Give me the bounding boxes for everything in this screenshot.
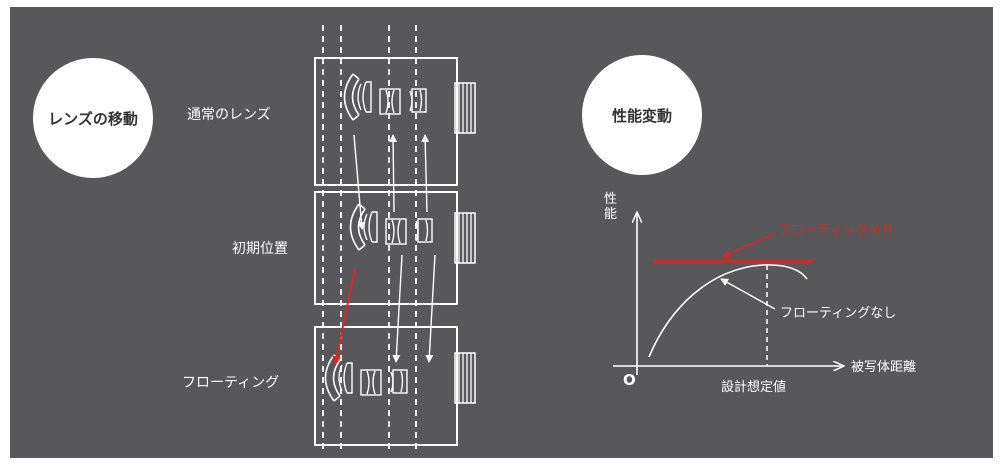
curve-without-floating — [648, 264, 808, 358]
diagram-svg: 性 能 O 被写体距離 設計想定値 フローティングあり フローティングなし — [314, 25, 916, 453]
performance-change-circle: 性能変動 — [582, 55, 702, 175]
pointer-without-floating — [720, 278, 776, 310]
origin-label: O — [623, 371, 636, 389]
label-without-floating: フローティングなし — [780, 306, 896, 321]
y-axis-label-2: 能 — [604, 207, 617, 222]
row-label-initial: 初期位置 — [232, 241, 288, 257]
lens-body-initial — [314, 191, 476, 305]
y-axis-label-1: 性 — [604, 192, 617, 207]
performance-change-title: 性能変動 — [611, 106, 672, 125]
lens-body-floating — [314, 326, 476, 446]
lens-movement-circle: レンズの移動 — [33, 58, 153, 178]
pointer-with-floating — [721, 233, 774, 258]
lens-body-normal — [314, 57, 476, 186]
dashed-guides — [322, 25, 417, 453]
lens-movement-title: レンズの移動 — [48, 109, 138, 128]
design-value-label: 設計想定値 — [721, 379, 786, 395]
floating-arrow — [332, 268, 356, 365]
movement-arrows — [353, 134, 436, 363]
row-label-floating: フローティング — [182, 375, 280, 391]
label-with-floating: フローティングあり — [778, 223, 894, 238]
row-label-normal: 通常のレンズ — [187, 107, 271, 123]
x-axis-label: 被写体距離 — [851, 360, 916, 375]
diagram-panel: レンズの移動 性能変動 通常のレンズ 初期位置 フローティング — [10, 7, 993, 458]
